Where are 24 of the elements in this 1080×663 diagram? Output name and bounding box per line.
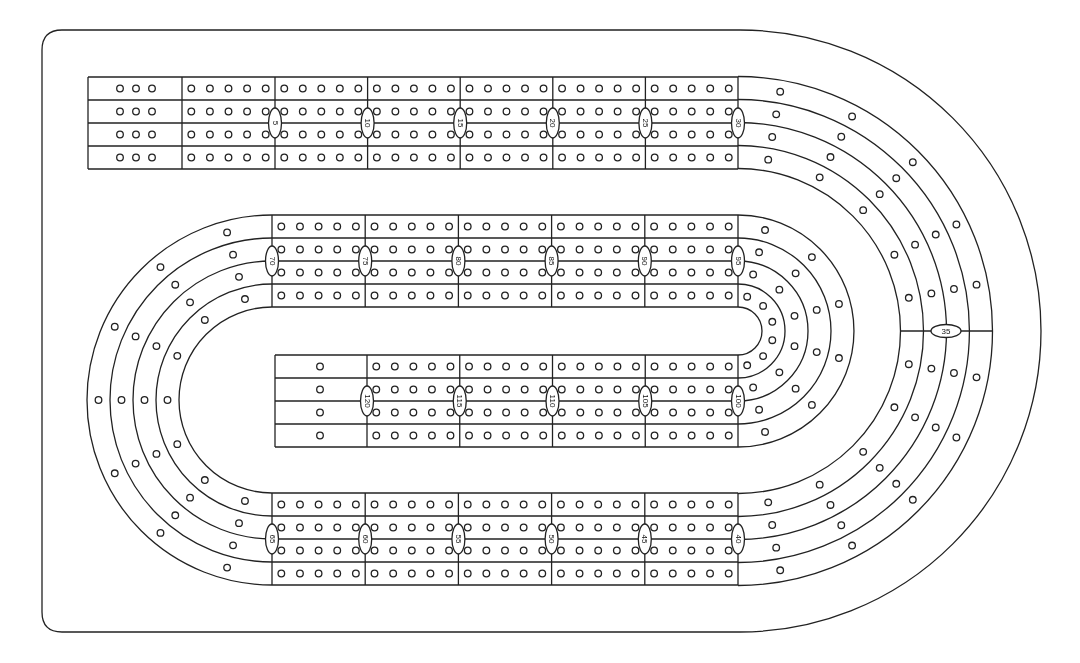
score-number: 95 bbox=[733, 256, 743, 266]
score-number: 40 bbox=[733, 534, 743, 544]
score-number: 105 bbox=[640, 394, 650, 408]
score-number: 25 bbox=[640, 118, 650, 128]
score-number: 35 bbox=[941, 326, 951, 336]
score-number: 80 bbox=[453, 256, 463, 266]
score-number: 75 bbox=[360, 256, 370, 266]
score-number: 100 bbox=[733, 394, 743, 408]
score-number: 85 bbox=[547, 256, 557, 266]
score-number: 5 bbox=[270, 120, 280, 126]
score-number: 60 bbox=[360, 534, 370, 544]
score-number: 110 bbox=[548, 394, 557, 408]
score-number: 120 bbox=[362, 394, 372, 408]
score-number: 55 bbox=[453, 534, 463, 544]
score-number: 50 bbox=[547, 534, 557, 544]
score-number: 15 bbox=[455, 118, 465, 128]
score-number: 65 bbox=[267, 534, 277, 544]
score-number: 115 bbox=[455, 394, 465, 408]
score-number: 45 bbox=[640, 534, 650, 544]
score-number: 90 bbox=[640, 256, 650, 266]
score-number: 10 bbox=[363, 118, 373, 128]
score-number: 70 bbox=[267, 256, 277, 266]
score-number: 30 bbox=[733, 118, 743, 128]
score-number: 20 bbox=[548, 118, 558, 128]
